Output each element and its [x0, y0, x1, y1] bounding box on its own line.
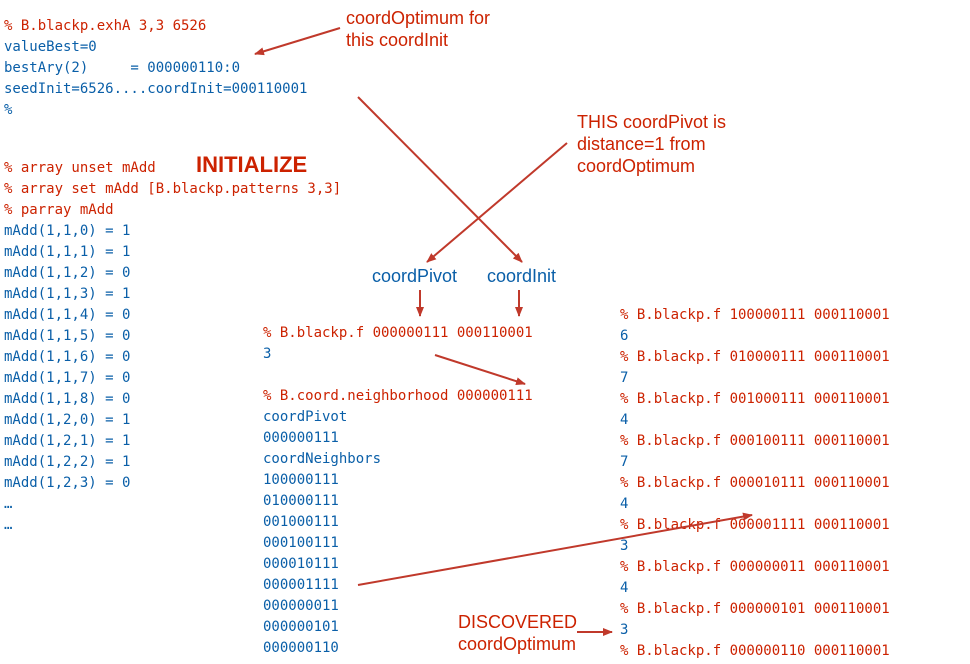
pivot-f-result: 3 [263, 346, 272, 362]
array-entry: mAdd(1,1,1) = 1 [4, 244, 131, 260]
neighborhood-command: % B.coord.neighborhood 000000111 [263, 388, 533, 404]
pivot-f-command: % B.blackp.f 000000111 000110001 [263, 325, 533, 341]
f-result: 4 [620, 412, 629, 428]
f-command: % B.blackp.f 000000101 000110001 [620, 601, 890, 617]
output-line: 000010111 [263, 556, 339, 572]
output-line: % [4, 102, 13, 118]
command-line: % array set mAdd [B.blackp.patterns 3,3] [4, 181, 342, 197]
array-entry: mAdd(1,1,0) = 1 [4, 223, 131, 239]
array-entry: … [4, 517, 13, 533]
neighborhood-output: coordPivot 000000111 coordNeighbors 1000001… [263, 407, 381, 659]
f-command: % B.blackp.f 000100111 000110001 [620, 433, 890, 449]
f-result: 3 [620, 538, 629, 554]
f-result: 3 [620, 622, 629, 638]
f-result: 4 [620, 496, 629, 512]
note-line: THIS coordPivot is [577, 112, 727, 132]
f-command: % B.blackp.f 000010111 000110001 [620, 475, 890, 491]
init-commands: % array unset mAdd % array set mAdd [B.bl… [4, 158, 341, 221]
f-command: % B.blackp.f 000000110 000110001 [620, 643, 890, 659]
output-line: coordNeighbors [263, 451, 382, 467]
array-entry: mAdd(1,1,7) = 0 [4, 370, 131, 386]
madd-array-listing: mAdd(1,1,0) = 1 mAdd(1,1,1) = 1 mAdd(1,1,2… [4, 221, 130, 536]
f-result: 4 [620, 580, 629, 596]
note-line: coordOptimum for [346, 8, 491, 28]
array-entry: mAdd(1,1,4) = 0 [4, 307, 131, 323]
f-result: 6 [620, 328, 629, 344]
note-line: coordOptimum [458, 634, 577, 654]
f-result: 7 [620, 454, 629, 470]
array-entry: mAdd(1,2,0) = 1 [4, 412, 131, 428]
output-line: 000000101 [263, 619, 339, 635]
output-line: 010000111 [263, 493, 339, 509]
array-entry: … [4, 496, 13, 512]
exha-output: valueBest=0 bestAry(2) = 000000110:0 seedI… [4, 37, 307, 121]
array-entry: mAdd(1,2,1) = 1 [4, 433, 131, 449]
array-entry: mAdd(1,1,5) = 0 [4, 328, 131, 344]
array-entry: mAdd(1,2,2) = 1 [4, 454, 131, 470]
output-line: 000000011 [263, 598, 339, 614]
note-line: DISCOVERED [458, 612, 578, 632]
f-command: % B.blackp.f 000001111 000110001 [620, 517, 890, 533]
command-line: % array unset mAdd [4, 160, 156, 176]
arrow-result-to-neighborhood [434, 354, 526, 386]
array-entry: mAdd(1,1,3) = 1 [4, 286, 131, 302]
note-line: coordOptimum [577, 156, 696, 176]
initialize-label: INITIALIZE [196, 152, 308, 177]
coord-init-label: coordInit [487, 266, 557, 286]
array-entry: mAdd(1,1,6) = 0 [4, 349, 131, 365]
output-line: seedInit=6526....coordInit=000110001 [4, 81, 308, 97]
command-line: % parray mAdd [4, 202, 114, 218]
f-command: % B.blackp.f 001000111 000110001 [620, 391, 890, 407]
f-command: % B.blackp.f 000000011 000110001 [620, 559, 890, 575]
array-entry: mAdd(1,2,3) = 0 [4, 475, 131, 491]
output-line: 000001111 [263, 577, 339, 593]
arrow-coordinit-to-label [357, 96, 523, 263]
output-line: 001000111 [263, 514, 339, 530]
array-entry: mAdd(1,1,8) = 0 [4, 391, 131, 407]
neighbor-evaluations: % B.blackp.f 100000111 000110001 6 % B.bla… [620, 284, 890, 664]
output-line: 000100111 [263, 535, 339, 551]
output-line: coordPivot [263, 409, 348, 425]
f-command: % B.blackp.f 100000111 000110001 [620, 307, 890, 323]
output-line: valueBest=0 [4, 39, 97, 55]
exha-command: % B.blackp.exhA 3,3 6526 [4, 18, 207, 34]
f-command: % B.blackp.f 010000111 000110001 [620, 349, 890, 365]
coord-pivot-label: coordPivot [372, 266, 458, 286]
output-line: 000000111 [263, 430, 339, 446]
output-line: 000000110 [263, 640, 339, 656]
note-line: this coordInit [346, 30, 449, 50]
note-line: distance=1 from [577, 134, 706, 154]
output-line: bestAry(2) = 000000110:0 [4, 60, 241, 76]
array-entry: mAdd(1,1,2) = 0 [4, 265, 131, 281]
arrow-note-to-pivot [426, 142, 568, 263]
f-result: 7 [620, 370, 629, 386]
output-line: 100000111 [263, 472, 339, 488]
